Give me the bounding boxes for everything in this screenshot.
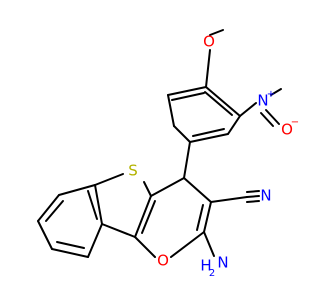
bond-ring-a1-inner [171,92,205,101]
amino-hydrogen-label: H [200,257,211,275]
bond-fused-carbon-to-s [143,181,152,197]
bond-benzene-4-inner [56,241,85,249]
bond-nitro-n-o-bottom [265,109,280,125]
bond-s-to-benzo-carbon [94,173,124,186]
amino-subscript-label: 2 [209,268,215,279]
bond-methyl-o [209,29,224,36]
bond-fused-carbons-double [141,200,156,234]
bond-nitro-n-o-bottom-double [260,112,274,127]
bond-benzo-to-thiophene [94,184,103,225]
bond-amino-carbon-to-n [203,231,215,257]
nitro-negative-charge: − [291,117,299,128]
bond-benzene-3 [37,220,53,250]
bond-ring-a3 [173,125,191,143]
nitro-nitrogen-label: N [257,92,268,110]
nitro-positive-charge: + [267,89,275,100]
molecule-structure-canvas: O N + O − S N O H 2 N [37,29,300,280]
bond-fused-carbons [134,195,152,238]
bond-cyano-carbon-to-amino-carbon [203,201,212,233]
bond-center-to-cyano-carbon [183,177,212,203]
amino-nitrogen-label: N [217,254,228,272]
atom-label-layer: O N + O − S N O H 2 N [128,33,299,280]
bond-ring-a4-inner [192,128,225,137]
bond-benzene-5 [87,223,103,258]
bond-nitrile-3 [246,200,260,203]
thiophene-sulfur-label: S [128,162,138,180]
bond-benzene-4 [51,248,89,258]
bond-layer [37,29,282,258]
methoxy-oxygen-label: O [203,33,215,51]
bond-center-to-fused-carbon [150,177,185,197]
bond-nitro-n-o-top [270,88,282,96]
bond-ring-a6-inner [204,91,233,116]
bond-ring-a4 [189,133,229,143]
bond-benzene-1 [58,184,96,196]
bond-methoxy-o-c [205,49,211,88]
bond-cyano-carbon-to-nitrile [210,196,248,203]
pyran-oxygen-label: O [157,252,169,270]
bond-benzene-2 [37,194,60,222]
bond-ring-a2 [167,94,175,127]
bond-ring-a5 [227,115,241,135]
bond-benzene-2-inner [45,200,64,222]
bond-aryl-to-center [183,141,191,179]
bond-ring-a1 [167,86,207,96]
bond-benzene-6-inner [87,190,98,220]
bond-cyano-carbon-to-amino-carbon-double [196,204,204,231]
bond-thiophene-to-fused-carbon [101,223,136,238]
bond-nitrile-1 [246,190,260,193]
bond-amino-carbon-to-o [170,231,205,258]
bond-o-to-fused-carbon [134,236,156,258]
nitro-oxygen-label: O [281,121,293,139]
bond-ring-a6 [205,86,241,117]
nitrile-nitrogen-label: N [260,187,271,205]
molecule-drawing: O N + O − S N O H 2 N [37,29,299,280]
bond-c-nitro-n [239,102,257,117]
bond-nitrile-2 [246,195,260,198]
